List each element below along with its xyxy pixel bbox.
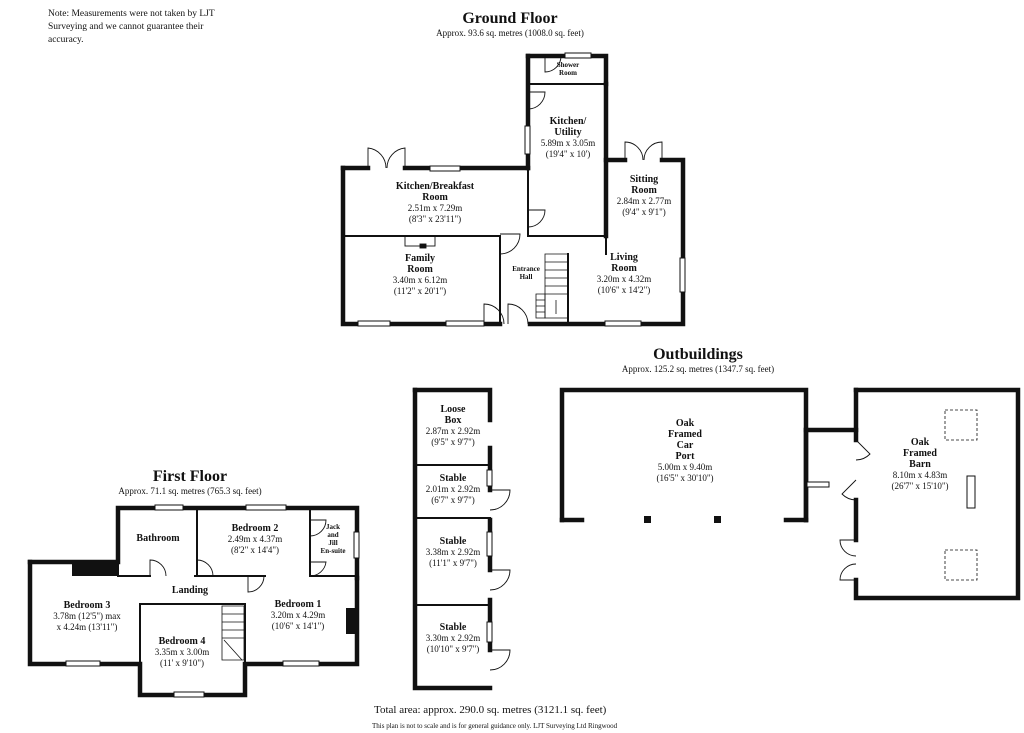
outbuilding-walls — [559, 387, 1021, 601]
room-metric: 3.35m x 3.00m — [154, 647, 210, 657]
room-name: Bedroom 3 — [63, 600, 111, 611]
room-name: Family Room — [405, 253, 435, 275]
room-family: Family Room 3.40m x 6.12m (11'2" x 20'1"… — [370, 253, 470, 297]
room-imperial: (11' x 9'10") — [159, 658, 205, 668]
carport-posts — [644, 516, 721, 523]
room-name: Living Room — [610, 252, 638, 274]
room-metric: 8.10m x 4.83m — [892, 470, 948, 480]
room-metric: 2.87m x 2.92m — [425, 426, 481, 436]
ensuite-label: Jack and Jill En-suite — [320, 523, 346, 555]
room-metric: 2.51m x 7.29m — [407, 203, 463, 213]
room-barn: Oak Framed Barn 8.10m x 4.83m (26'7" x 1… — [875, 437, 965, 492]
first-floor-area: Approx. 71.1 sq. metres (765.3 sq. feet) — [118, 486, 262, 496]
room-imperial: (10'10" x 9'7") — [426, 644, 480, 654]
room-car-port: Oak Framed Car Port 5.00m x 9.40m (16'5"… — [640, 418, 730, 484]
room-name: Bedroom 1 — [274, 599, 322, 610]
room-stable-3: Stable 3.30m x 2.92m (10'10" x 9'7") — [417, 622, 489, 655]
room-bedroom-2: Bedroom 2 2.49m x 4.37m (8'2" x 14'4") — [200, 523, 310, 556]
room-living: Living Room 3.20m x 4.32m (10'6" x 14'2"… — [585, 252, 663, 296]
room-name: Loose Box — [440, 404, 466, 426]
shower-room-label: Shower Room — [556, 61, 580, 77]
room-imperial: (16'5" x 30'10") — [656, 473, 714, 483]
room-metric: 3.20m x 4.29m — [270, 610, 326, 620]
room-bedroom-4: Bedroom 4 3.35m x 3.00m (11' x 9'10") — [142, 636, 222, 669]
room-imperial: (8'3" x 23'11") — [408, 214, 462, 224]
room-stable-1: Stable 2.01m x 2.92m (6'7" x 9'7") — [417, 473, 489, 506]
room-metric: 3.78m (12'5") max x 4.24m (13'11") — [53, 611, 121, 632]
room-imperial: (19'4" x 10') — [545, 149, 591, 159]
room-imperial: (10'6" x 14'2") — [597, 285, 651, 295]
total-area: Total area: approx. 290.0 sq. metres (31… — [374, 704, 607, 716]
room-imperial: (26'7" x 15'10") — [891, 481, 949, 491]
room-name: Bedroom 2 — [231, 523, 279, 534]
room-kitchen-utility: Kitchen/ Utility 5.89m x 3.05m (19'4" x … — [530, 116, 606, 160]
room-metric: 2.84m x 2.77m — [616, 196, 672, 206]
room-name: Kitchen/ Utility — [549, 116, 587, 138]
room-name: Stable — [439, 622, 467, 633]
first-staircase — [221, 605, 245, 661]
room-name: Stable — [439, 473, 467, 484]
room-kitchen-breakfast: Kitchen/Breakfast Room 2.51m x 7.29m (8'… — [370, 181, 500, 225]
room-stable-2: Stable 3.38m x 2.92m (11'1" x 9'7") — [417, 536, 489, 569]
room-loose-box: Loose Box 2.87m x 2.92m (9'5" x 9'7") — [417, 404, 489, 448]
room-metric: 2.49m x 4.37m — [227, 534, 283, 544]
room-imperial: (11'1" x 9'7") — [429, 558, 477, 568]
room-name: Oak Framed Barn — [903, 437, 937, 470]
landing-label: Landing — [171, 585, 209, 596]
room-imperial: (9'5" x 9'7") — [431, 437, 475, 447]
room-imperial: (9'4" x 9'1") — [622, 207, 666, 217]
room-name: Stable — [439, 536, 467, 547]
room-name: Kitchen/Breakfast Room — [395, 181, 475, 203]
room-name: Sitting Room — [629, 174, 659, 196]
room-name: Bedroom 4 — [158, 636, 206, 647]
entrance-hall-label: Entrance Hall — [512, 265, 540, 281]
measurement-note: Note: Measurements were not taken by LJT… — [48, 9, 215, 46]
room-metric: 3.40m x 6.12m — [392, 275, 448, 285]
ground-floor-title: Ground Floor — [462, 10, 558, 27]
bathroom-label: Bathroom — [136, 533, 180, 544]
ground-floor-header: Ground Floor Approx. 93.6 sq. metres (10… — [410, 10, 610, 38]
ground-staircase — [535, 253, 569, 319]
room-bedroom-3: Bedroom 3 3.78m (12'5") max x 4.24m (13'… — [32, 600, 142, 633]
room-metric: 3.38m x 2.92m — [425, 547, 481, 557]
room-bedroom-1: Bedroom 1 3.20m x 4.29m (10'6" x 14'1") — [248, 599, 348, 632]
room-metric: 3.20m x 4.32m — [596, 274, 652, 284]
outbuildings-area: Approx. 125.2 sq. metres (1347.7 sq. fee… — [621, 364, 775, 374]
outbuildings-header: Outbuildings Approx. 125.2 sq. metres (1… — [598, 346, 798, 374]
room-metric: 3.30m x 2.92m — [425, 633, 481, 643]
room-metric: 5.00m x 9.40m — [657, 462, 713, 472]
room-metric: 5.89m x 3.05m — [540, 138, 596, 148]
outbuildings-title: Outbuildings — [653, 346, 743, 363]
room-imperial: (6'7" x 9'7") — [431, 495, 475, 505]
first-floor-header: First Floor Approx. 71.1 sq. metres (765… — [90, 468, 290, 496]
room-metric: 2.01m x 2.92m — [425, 484, 481, 494]
room-imperial: (10'6" x 14'1") — [271, 621, 325, 631]
ground-floor-area: Approx. 93.6 sq. metres (1008.0 sq. feet… — [436, 28, 584, 38]
room-name: Oak Framed Car Port — [668, 418, 702, 462]
first-floor-title: First Floor — [152, 468, 228, 485]
disclaimer: This plan is not to scale and is for gen… — [372, 722, 618, 730]
room-imperial: (8'2" x 14'4") — [230, 545, 280, 555]
room-imperial: (11'2" x 20'1") — [393, 286, 447, 296]
room-sitting: Sitting Room 2.84m x 2.77m (9'4" x 9'1") — [606, 174, 682, 218]
